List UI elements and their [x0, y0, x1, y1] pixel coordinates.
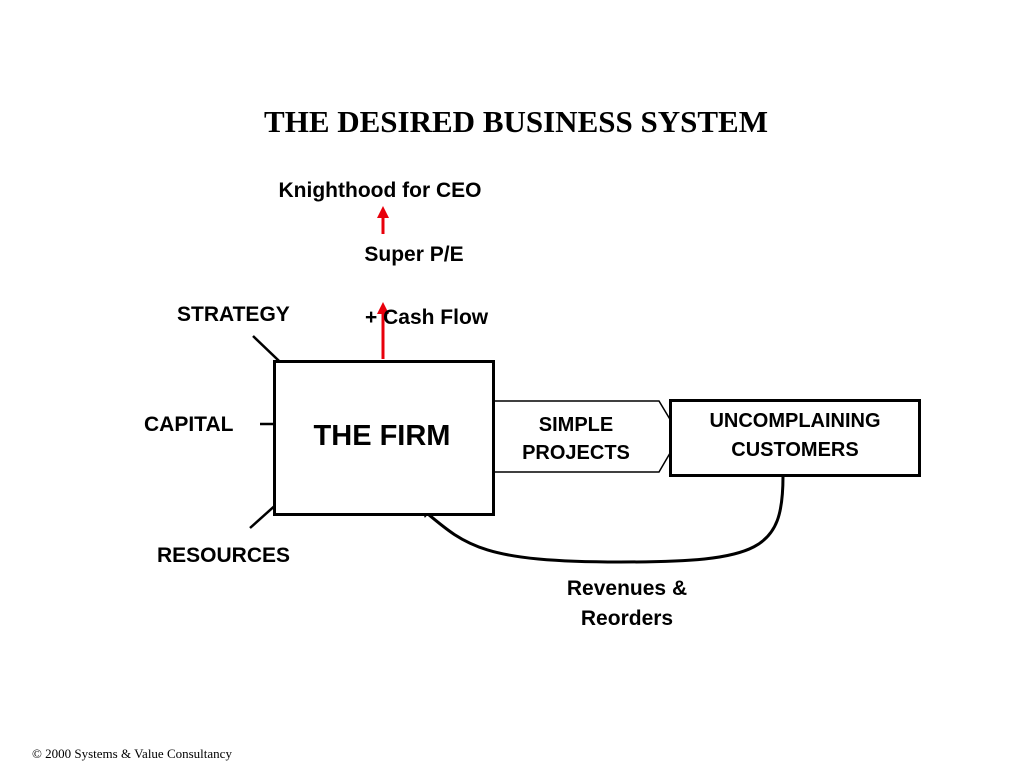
- knighthood-label: Knighthood for CEO: [278, 179, 482, 202]
- page-title: THE DESIRED BUSINESS SYSTEM: [264, 104, 768, 139]
- revenues-line2: Reorders: [580, 607, 674, 630]
- simple-projects-line1: SIMPLE: [538, 414, 614, 436]
- the-firm-box: THE FIRM: [273, 360, 495, 516]
- capital-label: CAPITAL: [144, 413, 234, 436]
- revenues-feedback-arrow: [420, 475, 785, 564]
- revenues-reorders-label: Revenues & Reorders: [527, 574, 727, 634]
- uncomplaining-customers-line1: UNCOMPLAINING: [709, 410, 881, 432]
- uncomplaining-customers-box: UNCOMPLAINING CUSTOMERS: [669, 399, 921, 477]
- revenues-line1: Revenues &: [566, 577, 688, 600]
- simple-projects-line2: PROJECTS: [522, 442, 630, 464]
- simple-projects-label: SIMPLE PROJECTS: [494, 411, 658, 467]
- the-firm-label: THE FIRM: [313, 420, 451, 453]
- uncomplaining-customers-label: UNCOMPLAINING CUSTOMERS: [709, 407, 880, 465]
- uncomplaining-customers-line2: CUSTOMERS: [731, 439, 859, 461]
- strategy-label: STRATEGY: [177, 303, 290, 326]
- cash-flow-label: + Cash Flow: [365, 306, 489, 329]
- copyright-footer: © 2000 Systems & Value Consultancy: [32, 746, 232, 761]
- super-pe-label: Super P/E: [364, 243, 464, 266]
- resources-label: RESOURCES: [157, 544, 291, 567]
